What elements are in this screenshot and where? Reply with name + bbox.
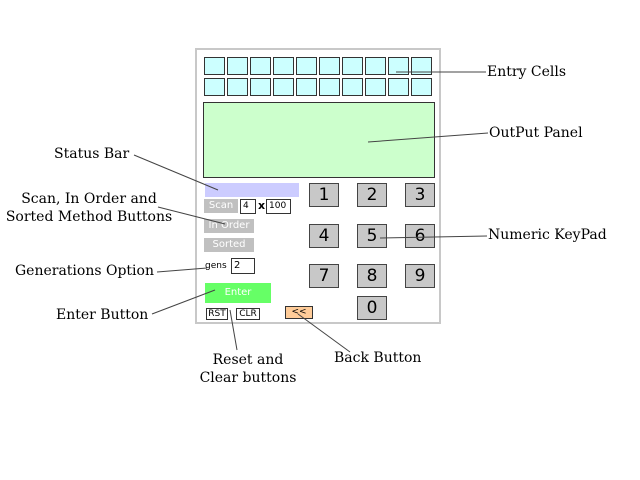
status-bar [205,183,299,197]
key-9[interactable]: 9 [405,264,435,288]
key-3[interactable]: 3 [405,183,435,207]
entry-cell[interactable] [365,57,386,75]
entry-cell[interactable] [411,78,432,96]
entry-cell[interactable] [319,78,340,96]
callout-status-bar: Status Bar [54,146,130,162]
callout-entry-cells: Entry Cells [487,64,567,80]
key-1[interactable]: 1 [309,183,339,207]
callout-numeric-keypad: Numeric KeyPad [488,227,607,243]
callout-method-buttons: Scan, In Order and Sorted Method Buttons [4,190,174,226]
entry-cell[interactable] [204,78,225,96]
entry-cell[interactable] [411,57,432,75]
entry-cell[interactable] [227,78,248,96]
leader-status-bar [133,154,219,191]
entry-cell[interactable] [342,78,363,96]
app-window: Scan 4 x 100 In Order Sorted gens 2 Ente… [195,48,441,324]
entry-cell[interactable] [273,78,294,96]
callout-reset-line-2: Clear buttons [199,370,297,386]
key-6[interactable]: 6 [405,224,435,248]
entry-cell[interactable] [388,78,409,96]
leader-reset-clear [229,309,238,351]
callout-method-line-1: Scan, In Order and [21,191,157,207]
scan-count-input[interactable]: 100 [266,199,291,214]
times-symbol: x [258,199,266,212]
key-7[interactable]: 7 [309,264,339,288]
entry-cell[interactable] [227,57,248,75]
callout-reset-clear: Reset and Clear buttons [196,351,300,387]
entry-cell[interactable] [319,57,340,75]
entry-cell[interactable] [273,57,294,75]
scan-button[interactable]: Scan [204,199,238,213]
entry-cell[interactable] [388,57,409,75]
key-0[interactable]: 0 [357,296,387,320]
key-8[interactable]: 8 [357,264,387,288]
inorder-button[interactable]: In Order [204,219,254,233]
enter-button[interactable]: Enter [205,283,271,303]
callout-method-line-2: Sorted Method Buttons [5,209,173,225]
entry-cell[interactable] [365,78,386,96]
back-button[interactable]: << [285,306,313,319]
key-4[interactable]: 4 [309,224,339,248]
scan-value-input[interactable]: 4 [240,199,256,214]
leader-back-button [297,313,351,353]
entry-cell[interactable] [296,78,317,96]
entry-cell[interactable] [250,78,271,96]
key-5[interactable]: 5 [357,224,387,248]
leader-numeric-keypad [379,235,488,239]
callout-enter-button: Enter Button [56,307,149,323]
clear-button[interactable]: CLR [236,308,260,320]
callout-output-panel: OutPut Panel [489,125,583,141]
callout-generations-option: Generations Option [15,263,154,279]
gens-label: gens [205,261,227,271]
key-2[interactable]: 2 [357,183,387,207]
leader-method-buttons [157,206,226,225]
leader-generations-option [156,267,208,273]
leader-enter-button [151,289,216,315]
gens-input[interactable]: 2 [231,258,255,274]
entry-cell[interactable] [204,57,225,75]
entry-cell[interactable] [250,57,271,75]
sorted-button[interactable]: Sorted [204,238,254,252]
entry-cell[interactable] [342,57,363,75]
entry-cell[interactable] [296,57,317,75]
callout-reset-line-1: Reset and [212,352,284,368]
callout-back-button: Back Button [334,350,422,366]
leader-output-panel [367,132,489,143]
reset-button[interactable]: RST [206,308,228,320]
